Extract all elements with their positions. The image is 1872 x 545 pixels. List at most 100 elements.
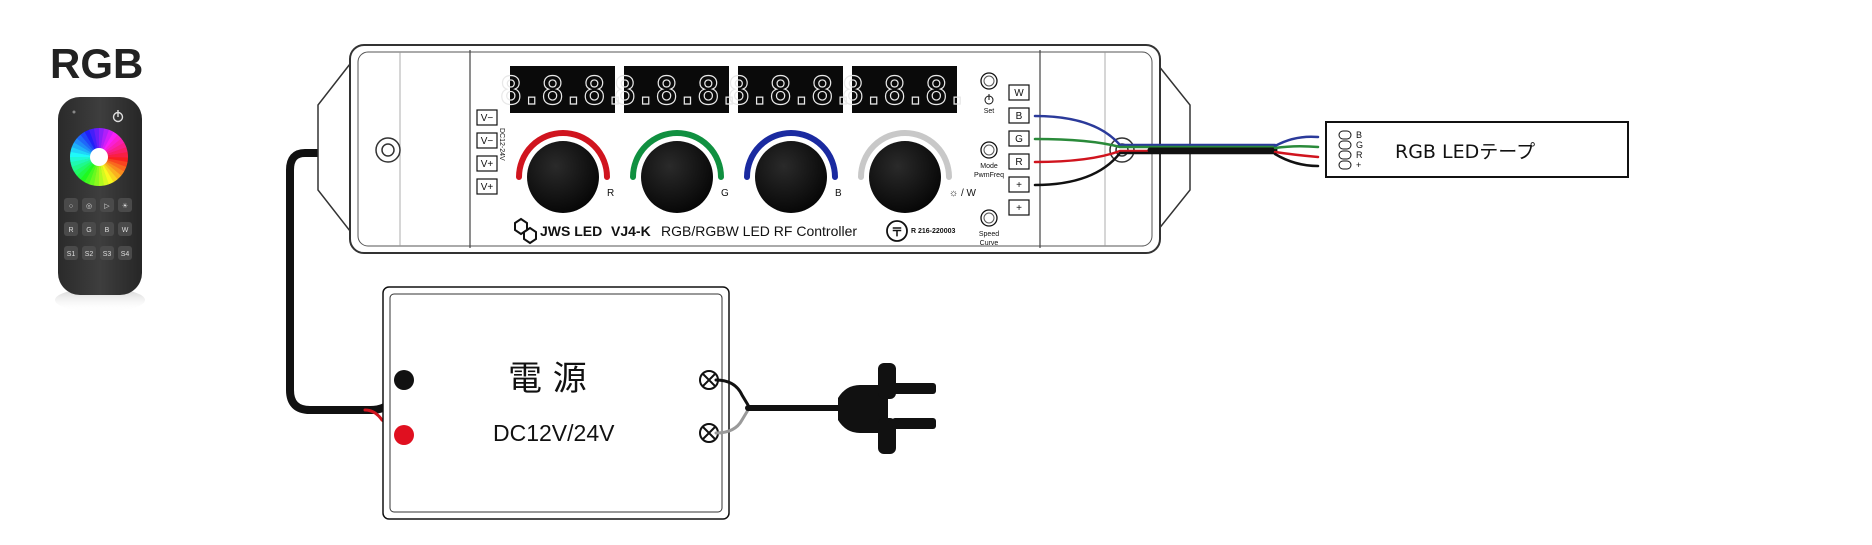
svg-text:〒: 〒 bbox=[891, 225, 903, 239]
knob-label: ☼ / W bbox=[949, 188, 977, 199]
certification-mark-icon: 〒 bbox=[886, 220, 908, 242]
controller-description: RGB/RGBW LED RF Controller bbox=[661, 223, 857, 239]
knob-dial[interactable] bbox=[641, 141, 713, 213]
input-terminal-label: V− bbox=[481, 113, 494, 124]
remote-button-label: S2 bbox=[85, 251, 94, 258]
input-terminal: V+ bbox=[476, 155, 498, 172]
segment-display: 8.8.8. bbox=[841, 66, 969, 114]
segment-display-text: 8.8.8. bbox=[841, 69, 966, 113]
knob[interactable]: R bbox=[516, 130, 614, 213]
led-tape-pin: B bbox=[1338, 130, 1362, 140]
knob-dial[interactable] bbox=[755, 141, 827, 213]
led-tape-pin-label: G bbox=[1356, 140, 1363, 150]
remote-button[interactable]: B bbox=[100, 222, 114, 236]
input-terminal: V+ bbox=[476, 178, 498, 195]
output-terminal: W bbox=[1008, 84, 1030, 101]
led-tape-pin: + bbox=[1338, 160, 1361, 170]
model-name: VJ4-K bbox=[611, 223, 651, 239]
remote-led-icon bbox=[72, 110, 76, 114]
remote-button[interactable]: S2 bbox=[82, 246, 96, 260]
remote-button[interactable]: ☀ bbox=[118, 198, 132, 212]
ac-plug-icon bbox=[838, 363, 936, 454]
segment-display-text: 8.8.8. bbox=[613, 69, 738, 113]
output-terminal-label: W bbox=[1014, 88, 1024, 99]
segment-display: 8.8.8. bbox=[727, 66, 855, 114]
input-terminal: V− bbox=[476, 109, 498, 126]
side-button-label: Speed bbox=[979, 231, 999, 238]
remote-button[interactable]: G bbox=[82, 222, 96, 236]
knob[interactable]: G bbox=[630, 130, 729, 213]
remote-button[interactable]: ▷ bbox=[100, 198, 114, 212]
remote-button-label: ☀ bbox=[122, 202, 128, 210]
set-power-icon bbox=[984, 94, 994, 105]
input-terminal-label: V+ bbox=[481, 159, 494, 170]
knob-label: G bbox=[721, 188, 729, 199]
remote-button-label: S1 bbox=[67, 251, 76, 258]
knob-arc bbox=[630, 130, 724, 180]
dc-negative-terminal bbox=[394, 370, 414, 390]
remote-button[interactable]: S1 bbox=[64, 246, 78, 260]
dc-positive-terminal bbox=[394, 425, 414, 445]
remote-button-label: G bbox=[86, 227, 91, 234]
led-tape-pins: BGR+ bbox=[1338, 130, 1363, 170]
side-button[interactable]: Set bbox=[980, 72, 998, 115]
output-terminal-label: + bbox=[1016, 203, 1022, 214]
remote-button[interactable]: W bbox=[118, 222, 132, 236]
led-tape-strip bbox=[1325, 121, 1629, 178]
remote-button[interactable]: R bbox=[64, 222, 78, 236]
remote-button[interactable]: ◎ bbox=[82, 198, 96, 212]
certification-number: R 216-220003 bbox=[911, 228, 955, 235]
remote-button[interactable]: ○ bbox=[64, 198, 78, 212]
remote-title: RGB bbox=[50, 40, 143, 87]
color-wheel-center bbox=[90, 148, 108, 166]
led-tape-label: RGB LEDテープ bbox=[1395, 141, 1535, 163]
output-terminal-label: B bbox=[1016, 111, 1023, 122]
knob[interactable]: B bbox=[744, 130, 842, 213]
input-terminal-label: V+ bbox=[481, 182, 494, 193]
remote-button-label: W bbox=[122, 227, 129, 234]
remote-button-label: ○ bbox=[69, 203, 73, 210]
output-terminal-label: G bbox=[1015, 134, 1023, 145]
knob[interactable]: ☼ / W bbox=[858, 130, 977, 213]
led-tape-pin-label: + bbox=[1356, 160, 1361, 170]
knob-label: B bbox=[835, 188, 842, 199]
knob-dial[interactable] bbox=[869, 141, 941, 213]
output-terminal-label: R bbox=[1015, 157, 1022, 168]
output-terminal: + bbox=[1008, 199, 1030, 216]
power-supply-voltage: DC12V/24V bbox=[493, 420, 615, 446]
output-terminal: R bbox=[1008, 153, 1030, 170]
output-terminal: B bbox=[1008, 107, 1030, 124]
led-tape-pin: G bbox=[1338, 140, 1363, 150]
side-button-label: Set bbox=[984, 108, 995, 115]
output-terminal: + bbox=[1008, 176, 1030, 193]
control-knobs: R G B ☼ / W bbox=[516, 130, 977, 213]
power-icon[interactable] bbox=[112, 110, 124, 123]
remote-button-label: R bbox=[68, 227, 73, 234]
remote-body bbox=[58, 97, 142, 295]
led-tape-pin-label: R bbox=[1356, 150, 1363, 160]
knob-dial[interactable] bbox=[527, 141, 599, 213]
segment-displays: 8.8.8.8.8.8.8.8.8.8.8.8. bbox=[499, 66, 969, 114]
remote-button-grid: ○ ◎ ▷ ☀ R G B W S1 S2 S3 S4 bbox=[64, 198, 132, 260]
power-supply-title: 電 源 bbox=[508, 359, 587, 399]
segment-display: 8.8.8. bbox=[613, 66, 741, 114]
side-button-label: Curve bbox=[980, 240, 999, 247]
input-terminal: V− bbox=[476, 132, 498, 149]
output-terminals: W B G R + + bbox=[1008, 84, 1030, 216]
segment-display-text: 8.8.8. bbox=[727, 69, 852, 113]
left-screw-icon bbox=[375, 137, 401, 163]
remote-button[interactable]: S4 bbox=[118, 246, 132, 260]
remote-button-label: ▷ bbox=[104, 203, 110, 210]
remote-button[interactable]: S3 bbox=[100, 246, 114, 260]
segment-display: 8.8.8. bbox=[499, 66, 627, 114]
voltage-label: DC12-24V bbox=[498, 128, 505, 161]
output-terminal-label: + bbox=[1016, 180, 1022, 191]
knob-label: R bbox=[607, 188, 614, 199]
input-terminals: V− V− V+ V+ bbox=[476, 109, 498, 195]
brand-name: JWS LED bbox=[540, 223, 602, 239]
